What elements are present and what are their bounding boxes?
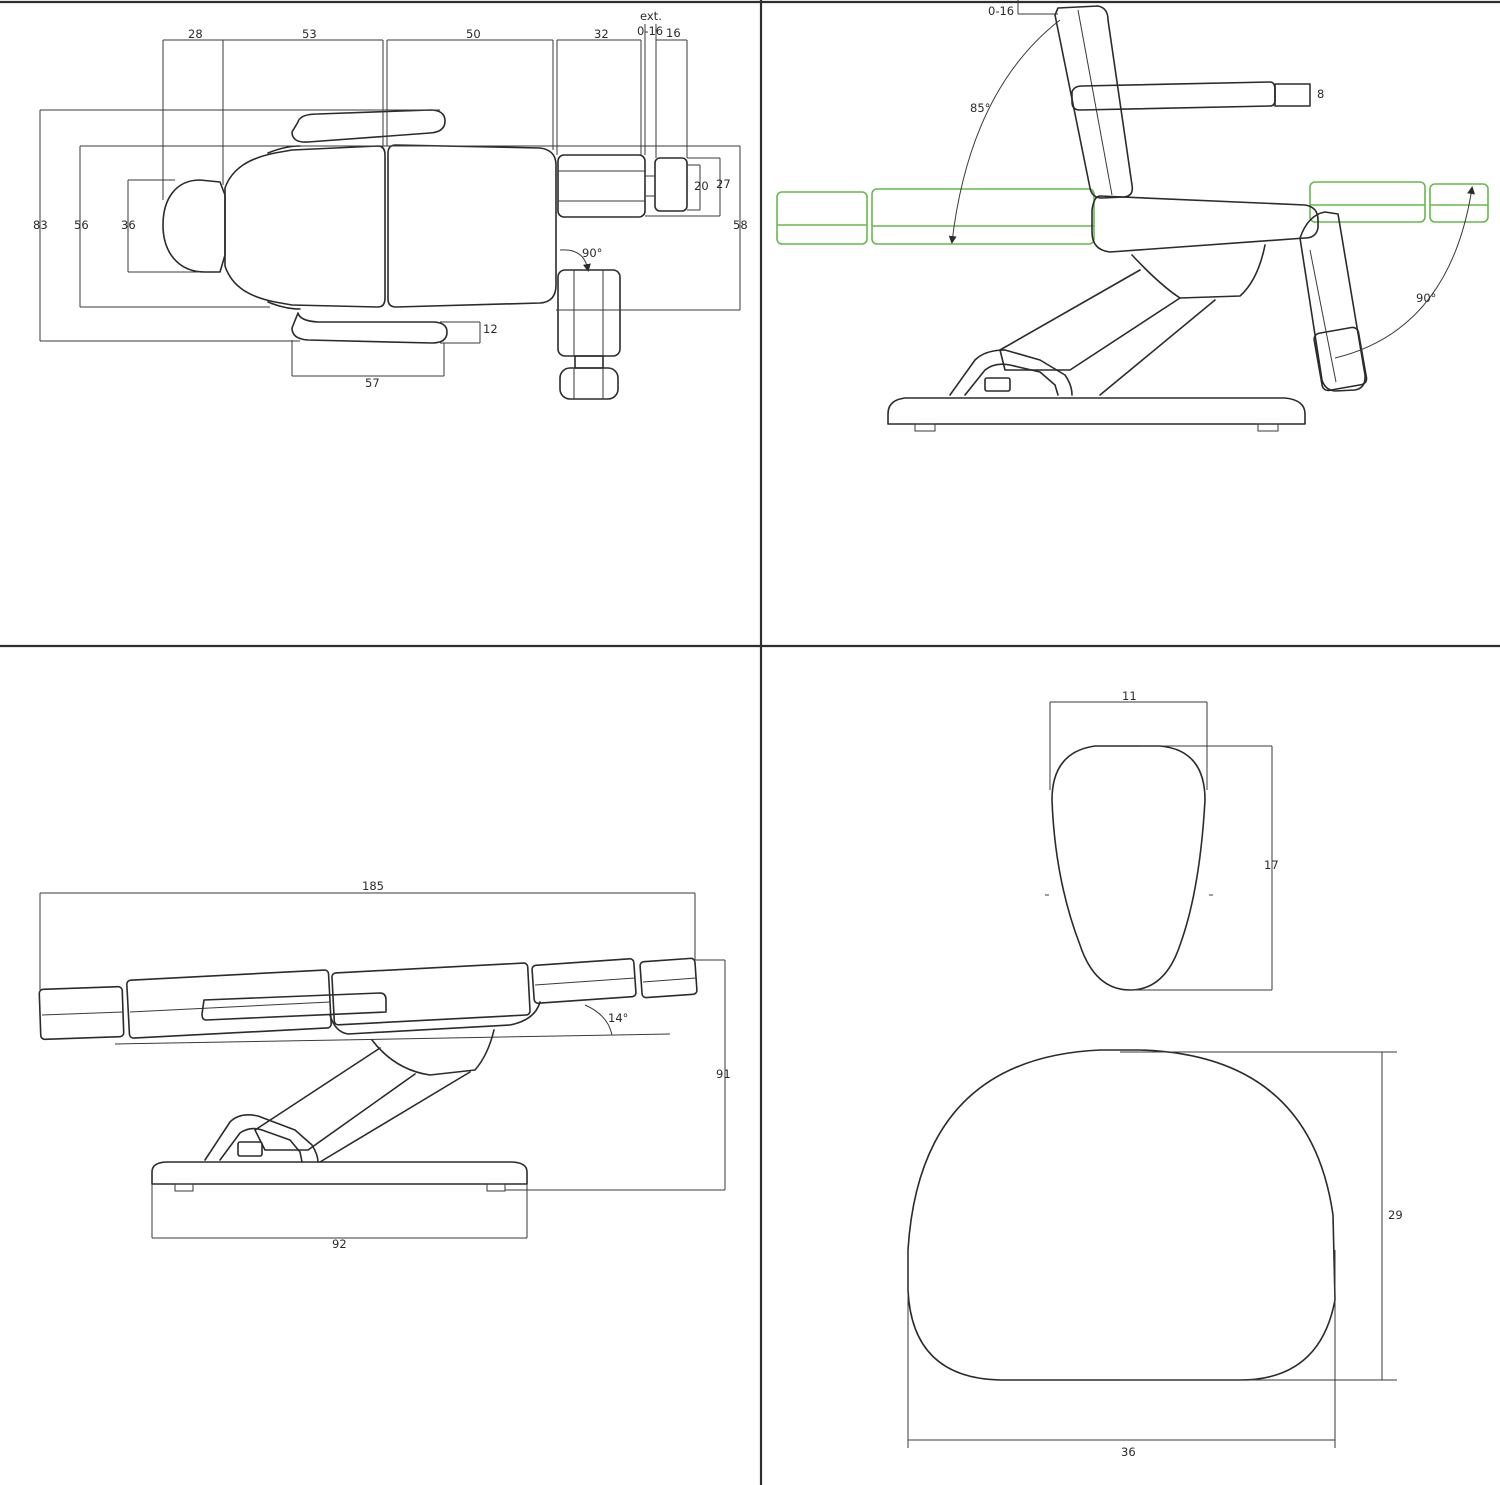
dim-headrest-height: 17 (1264, 858, 1279, 872)
dim-back-angle: 85° (970, 101, 990, 115)
dim-head-length: 28 (188, 27, 203, 41)
headrest-outline (1045, 745, 1213, 991)
dim-seat-width: 36 (1121, 1445, 1136, 1459)
dim-height: 91 (716, 1067, 731, 1081)
parts-view: 11 17 29 36 (907, 689, 1403, 1459)
dim-total-width: 83 (33, 218, 48, 232)
top-view-dimensions (39, 24, 741, 377)
seat-cushion-dimensions (907, 1051, 1397, 1448)
dim-seat-length: 50 (466, 27, 481, 41)
dim-ext-word: ext. (640, 9, 662, 23)
top-view-chair (162, 109, 688, 400)
side-view-chair (887, 0, 1476, 432)
side-view: 0-16 8 85° 90° (776, 0, 1489, 432)
dim-total-length: 185 (362, 879, 384, 893)
parts-view-labels: 11 17 29 36 (1121, 689, 1403, 1459)
dim-body-width: 56 (74, 218, 89, 232)
dim-leg-length: 32 (594, 27, 609, 41)
flat-view: 185 14° 91 92 (38, 879, 731, 1251)
dim-side-arm-height: 8 (1317, 87, 1324, 101)
dim-back-length: 53 (302, 27, 317, 41)
flat-view-chair (38, 957, 698, 1192)
side-view-labels: 0-16 8 85° 90° (970, 4, 1436, 305)
top-view: 28 53 50 32 ext. 0-16 16 83 56 36 20 27 … (33, 9, 748, 400)
dim-leg-angle: 90° (582, 246, 602, 260)
dim-base-length: 92 (332, 1237, 347, 1251)
dim-arm-length: 57 (365, 376, 380, 390)
dim-right-width: 58 (733, 218, 748, 232)
dim-seat-height: 29 (1388, 1208, 1403, 1222)
top-view-labels: 28 53 50 32 ext. 0-16 16 83 56 36 20 27 … (33, 9, 748, 390)
dim-side-leg-angle: 90° (1416, 291, 1436, 305)
dim-foot-length: 16 (666, 26, 681, 40)
seat-cushion-outline (907, 1049, 1336, 1381)
dim-head-width: 36 (121, 218, 136, 232)
dim-arm-height: 12 (483, 322, 498, 336)
dim-tilt-angle: 14° (608, 1011, 628, 1025)
dim-foot-width: 27 (716, 177, 731, 191)
dim-headrest-width: 11 (1122, 689, 1137, 703)
dim-leg-width: 20 (694, 179, 709, 193)
flat-view-labels: 185 14° 91 92 (332, 879, 731, 1251)
headrest-dimensions (1049, 701, 1273, 991)
flat-view-dimensions (39, 892, 726, 1239)
dim-ext-range: 0-16 (637, 24, 663, 38)
side-view-extended-position (776, 181, 1489, 245)
dim-back-ext-range: 0-16 (988, 4, 1014, 18)
